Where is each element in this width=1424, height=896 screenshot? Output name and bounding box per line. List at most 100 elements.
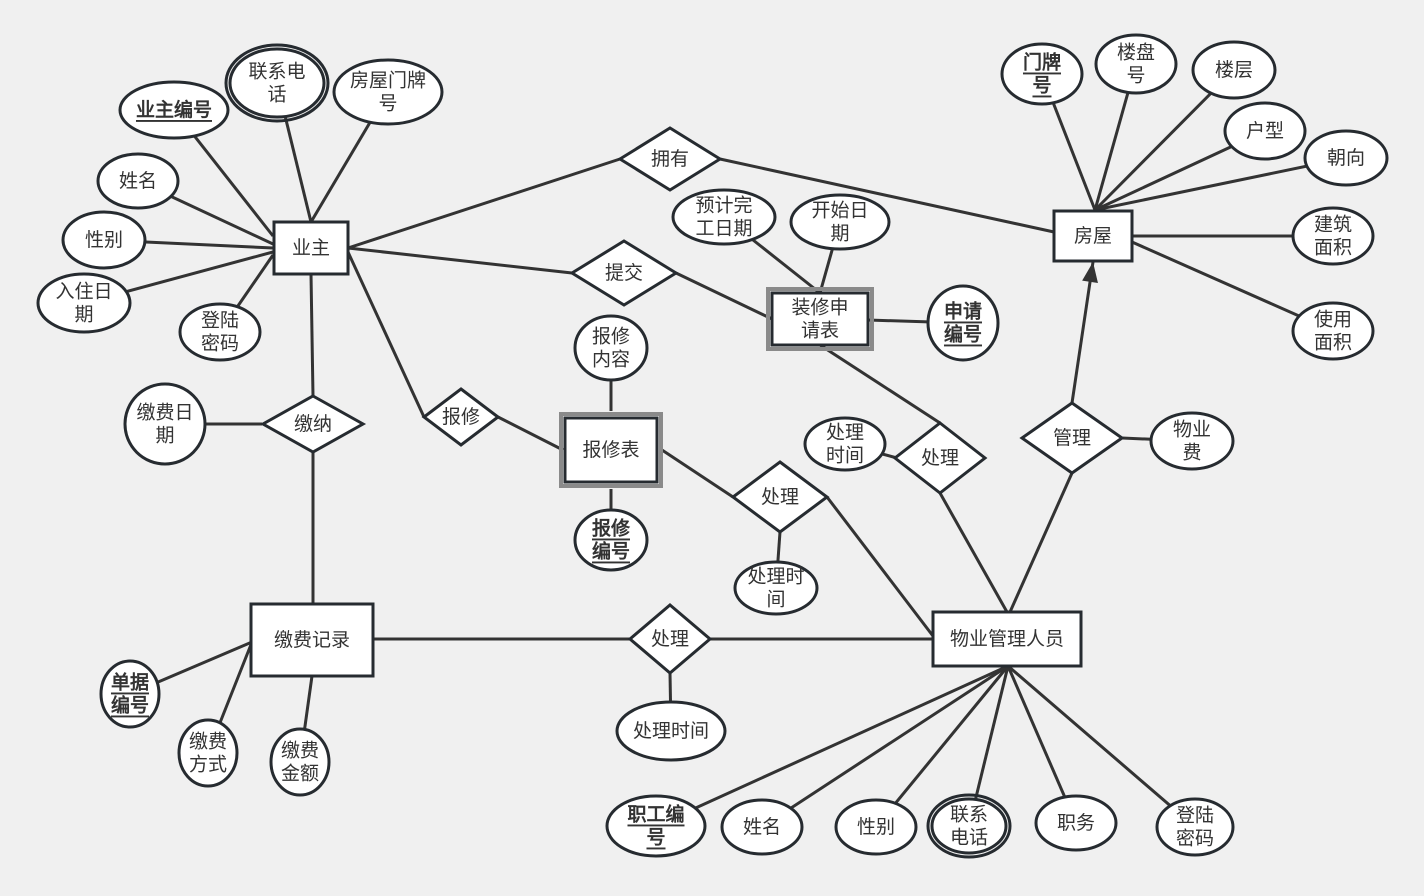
attribute-a-owner-id[interactable]: 业主编号: [118, 80, 230, 140]
relationship-rel-report[interactable]: 报修: [421, 387, 501, 447]
node-label: 密码: [1176, 828, 1214, 850]
attribute-a-house-facing[interactable]: 朝向: [1303, 129, 1389, 187]
attribute-ellipse: [96, 152, 180, 210]
relationship-diamond: [730, 460, 830, 534]
relationship-rel-handle-pay[interactable]: 处理: [627, 603, 713, 675]
attribute-ellipse: [123, 382, 207, 466]
attribute-a-staff-title[interactable]: 职务: [1034, 794, 1118, 852]
node-label: 电话: [950, 827, 988, 849]
relationship-rel-submit[interactable]: 提交: [569, 239, 679, 307]
attribute-a-house-floor[interactable]: 楼层: [1191, 40, 1277, 100]
entity-owner[interactable]: 业主: [272, 220, 350, 276]
node-label: 职务: [1057, 812, 1095, 834]
node-label: 管理: [1053, 427, 1091, 449]
node-label: 业主: [292, 237, 330, 259]
node-label: 编号: [111, 694, 149, 717]
node-label: 联系: [950, 804, 988, 826]
node-label: 缴费: [281, 740, 319, 762]
node-label: 期: [155, 425, 174, 447]
relationship-rel-handle-repair[interactable]: 处理: [730, 460, 830, 534]
relationship-rel-handle-reno[interactable]: 处理: [892, 421, 988, 495]
attribute-ellipse: [789, 193, 891, 251]
attribute-a-handle-pay-time[interactable]: 处理时间: [615, 700, 727, 762]
link-rel-handle-repair-staff: [825, 496, 935, 637]
relationship-diamond: [617, 126, 723, 192]
entity-house[interactable]: 房屋: [1052, 209, 1134, 263]
node-label: 处理: [826, 422, 864, 444]
entity-staff[interactable]: 物业管理人员: [931, 610, 1083, 668]
attribute-ellipse: [803, 416, 887, 472]
node-label: 间: [766, 589, 785, 611]
node-label: 职工编: [627, 803, 684, 826]
node-label: 工日期: [695, 218, 752, 240]
node-label: 性别: [857, 816, 895, 838]
relationship-rel-pay[interactable]: 缴纳: [259, 394, 367, 454]
entity-box: [1052, 209, 1134, 263]
attribute-a-house-building[interactable]: 楼盘号: [1094, 33, 1178, 95]
attribute-a-staff-name[interactable]: 姓名: [720, 798, 804, 856]
node-label: 联系电: [248, 61, 305, 83]
attribute-ellipse: [1149, 411, 1235, 471]
node-label: 楼层: [1215, 59, 1253, 81]
node-label: 号: [1032, 75, 1051, 97]
node-label: 姓名: [743, 816, 781, 838]
attribute-a-handle-repair-time[interactable]: 处理时间: [733, 560, 819, 616]
node-label: 内容: [592, 349, 630, 371]
node-label: 编号: [944, 323, 982, 346]
link-owner-rel-submit: [347, 246, 573, 275]
node-label: 处理时间: [633, 720, 709, 742]
node-label: 面积: [1314, 237, 1352, 259]
attribute-ellipse: [1291, 301, 1375, 361]
entity-payment[interactable]: 缴费记录: [249, 602, 375, 678]
attr-link-a-staff-pwd: [1007, 664, 1196, 829]
attribute-ellipse: [1191, 40, 1277, 100]
node-label: 处理: [651, 628, 689, 650]
link-staff-rel-manage: [1008, 472, 1074, 613]
attribute-a-house-door[interactable]: 门牌号: [1000, 42, 1084, 106]
attribute-ellipse: [269, 727, 331, 797]
attribute-a-house-type[interactable]: 户型: [1223, 101, 1307, 161]
node-label: 时间: [826, 445, 864, 467]
link-rel-submit-renovation: [675, 271, 773, 321]
node-label: 建筑: [1314, 214, 1352, 236]
attribute-a-manage-fee[interactable]: 物业费: [1149, 411, 1235, 471]
relationship-rel-manage[interactable]: 管理: [1019, 401, 1125, 475]
node-label: 单据: [111, 671, 149, 694]
attribute-ellipse: [1034, 794, 1118, 852]
attribute-ellipse: [573, 508, 649, 572]
node-label: 报修: [592, 517, 631, 540]
node-label: 缴费: [189, 731, 227, 753]
entity-repair[interactable]: 报修表: [559, 412, 663, 488]
attribute-a-handle-reno-time[interactable]: 处理时间: [803, 416, 887, 472]
node-label: 预计完: [695, 195, 752, 217]
relationship-diamond: [259, 394, 367, 454]
node-label: 使用: [1314, 309, 1352, 331]
attribute-a-owner-name[interactable]: 姓名: [96, 152, 180, 210]
attribute-ellipse: [605, 794, 707, 858]
node-label: 户型: [1246, 120, 1284, 142]
link-owner-rel-pay: [309, 273, 315, 397]
attribute-a-owner-gender[interactable]: 性别: [61, 210, 147, 270]
attribute-a-staff-gender[interactable]: 性别: [834, 798, 918, 856]
relationship-rel-own[interactable]: 拥有: [617, 126, 723, 192]
attribute-ellipse: [99, 659, 161, 729]
